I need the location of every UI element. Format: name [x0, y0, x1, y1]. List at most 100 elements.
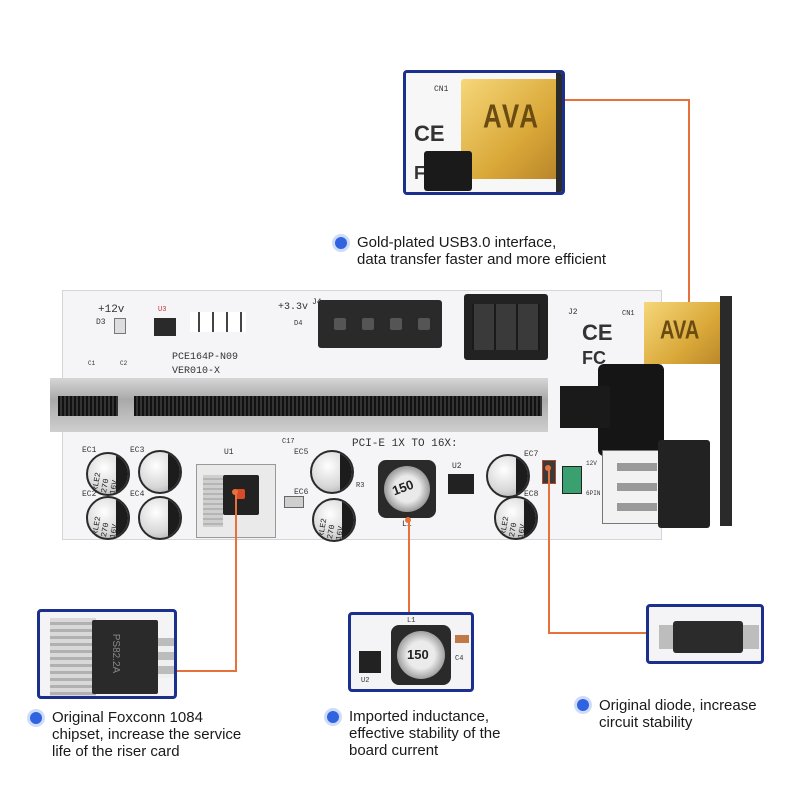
chipset-callout-dot	[232, 489, 238, 495]
ce-mark: CE	[414, 121, 445, 146]
u1-label: U1	[224, 448, 234, 457]
diode-caption-bullet	[577, 699, 589, 711]
j4-label: J4	[312, 298, 322, 307]
inductance-caption: Imported inductance, effective stability…	[349, 708, 500, 759]
inductor-zoom-u2-label: U2	[361, 677, 370, 685]
ec7-label: EC7	[524, 450, 539, 459]
usb-callout-line-h	[565, 99, 690, 101]
usb-caption-bullet	[335, 237, 347, 249]
pcie-slot-pins-short	[58, 396, 118, 416]
power-connector-right	[602, 450, 662, 524]
ec2-label: EC2	[82, 490, 97, 499]
usb-cable-tail	[560, 386, 610, 428]
chipset-caption: Original Foxconn 1084 chipset, increase …	[52, 709, 241, 760]
chipset-zoom-body: PS82.2A	[92, 620, 158, 694]
pin-12v-label: 12V	[586, 460, 597, 467]
chipset-zoom-marking: PS82.2A	[110, 633, 122, 674]
ec4-label: EC4	[130, 490, 145, 499]
chipset-callout-line	[235, 492, 237, 672]
inductor-zoom-value: 150	[407, 647, 429, 662]
usb-caption-line-1: Gold-plated USB3.0 interface,	[357, 234, 557, 251]
power-pin-2	[617, 483, 657, 491]
chipset-zoom-leads	[158, 638, 174, 678]
inductor-core	[384, 466, 430, 512]
r3-label: R3	[356, 482, 365, 490]
usb-connector-zoom: CN1 CE FC AVA	[403, 70, 565, 195]
d3-label: D3	[96, 318, 106, 327]
usb-housing-right	[720, 296, 732, 526]
diode-callout-line-h	[548, 632, 646, 634]
inductance-caption-line-2: effective stability of the	[349, 725, 501, 742]
led-row	[190, 312, 246, 332]
j2-label: J2	[568, 308, 578, 317]
diode-caption: Original diode, increase circuit stabili…	[599, 697, 757, 731]
diode-zoom-body	[673, 621, 743, 653]
usb-callout-line-v	[688, 99, 690, 336]
cn1-label: CN1	[434, 85, 449, 94]
inductance-caption-line-3: board current	[349, 742, 439, 759]
molex-pin-2	[362, 318, 374, 330]
inductor-zoom-cap	[455, 635, 469, 643]
board-cn1-label: CN1	[622, 310, 635, 318]
chip-u3	[154, 318, 176, 336]
chipset-body	[223, 475, 259, 515]
riser-board: +12v D3 U3 +3.3v D4 PCE164P-N09 VER010-X…	[50, 290, 732, 542]
molex-pin-3	[390, 318, 402, 330]
six-pin-grid	[472, 304, 540, 350]
ec3-label: EC3	[130, 446, 145, 455]
diode-zoom-pad-left	[659, 625, 675, 649]
inductor-zoom-core	[397, 631, 445, 679]
diode-callout-line-v	[548, 468, 550, 634]
slot-label: PCI-E 1X TO 16X:	[352, 438, 458, 450]
model-label: PCE164P-N09	[172, 352, 239, 363]
usb-cable-block	[424, 151, 472, 191]
capacitor-ec5	[310, 450, 354, 494]
u3-label: U3	[158, 306, 167, 314]
chipset-caption-line-3: life of the riser card	[52, 743, 180, 760]
inductance-caption-bullet	[327, 711, 339, 723]
chip-u2	[448, 474, 474, 494]
chipset-caption-line-2: chipset, increase the service	[52, 726, 242, 743]
inductor-callout-line	[408, 520, 410, 612]
power-pin-3	[617, 503, 657, 511]
ec6-label: EC6	[294, 488, 309, 497]
inductance-caption-line-1: Imported inductance,	[349, 708, 490, 725]
power-connector-housing	[658, 440, 710, 528]
inductor-l1: 150	[378, 460, 436, 518]
chipset-callout-line-h	[177, 670, 237, 672]
inductor-zoom-l1-label: L1	[407, 617, 416, 625]
c17-label: C17	[282, 438, 295, 446]
inductor-zoom-u2	[359, 651, 381, 673]
inductor-zoom-c4-label: C4	[455, 655, 464, 663]
l1-label: L1	[402, 520, 412, 529]
inductor-zoom: U2 150 L1 C4	[348, 612, 474, 692]
power-pin-1	[617, 463, 657, 471]
molex-connector	[318, 300, 442, 348]
usb-housing	[556, 73, 562, 192]
board-fc-mark: FC	[582, 348, 606, 368]
capacitor-ec3	[138, 450, 182, 494]
c1-label: C1	[88, 360, 96, 367]
ec5-label: EC5	[294, 448, 309, 457]
chipset-zoom: PS82.2A	[37, 609, 177, 699]
version-label: VER010-X	[172, 366, 221, 377]
usb-caption: Gold-plated USB3.0 interface, data trans…	[357, 234, 606, 268]
d4-label: D4	[294, 320, 303, 328]
led-d3	[114, 318, 126, 334]
usb-gold-port: AVA	[461, 79, 561, 179]
chipset-caption-line-1: Original Foxconn 1084	[52, 709, 203, 726]
molex-pin-4	[418, 318, 430, 330]
usb-caption-line-2: data transfer faster and more efficient	[357, 251, 607, 268]
molex-pin-1	[334, 318, 346, 330]
board-usb-logo: AVA	[660, 316, 700, 346]
pcie-slot-pins-long	[134, 396, 542, 416]
v33-label: +3.3v	[278, 302, 309, 313]
chipset-caption-bullet	[30, 712, 42, 724]
chipset-mark-dot	[235, 489, 245, 499]
diode-green	[562, 466, 582, 494]
capacitor-ec4	[138, 496, 182, 540]
